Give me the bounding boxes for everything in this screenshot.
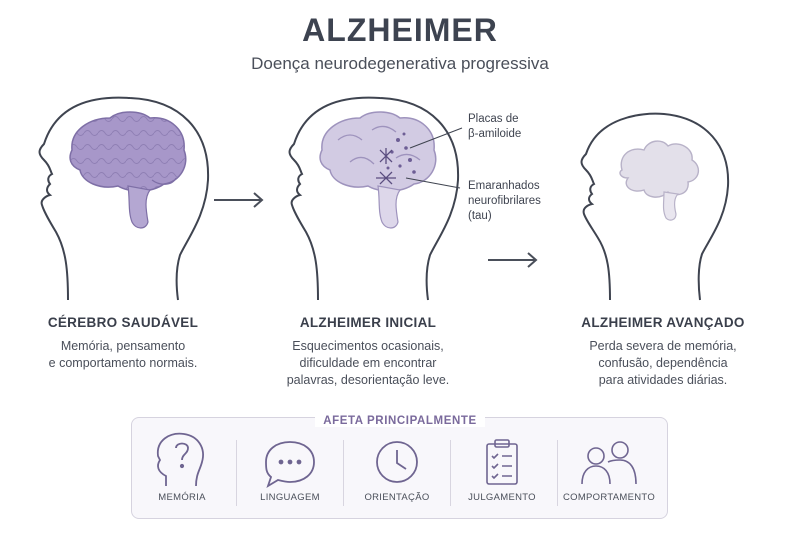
affect-label-julgamento: JULGAMENTO bbox=[468, 492, 536, 503]
brain-advanced bbox=[619, 140, 699, 221]
affect-label-memoria: MEMÓRIA bbox=[158, 492, 206, 503]
clipboard-checklist-icon bbox=[486, 439, 518, 485]
brain-healthy bbox=[69, 111, 187, 229]
affects-divider bbox=[236, 440, 237, 506]
brain-early bbox=[319, 111, 437, 229]
affect-label-comportamento: COMPORTAMENTO bbox=[562, 492, 656, 503]
affects-panel bbox=[131, 417, 668, 519]
affect-label-linguagem: LINGUAGEM bbox=[260, 492, 320, 503]
stage-desc-line: Esquecimentos ocasionais, bbox=[292, 339, 444, 353]
arrow-healthy-to-early bbox=[214, 192, 264, 208]
clock-icon bbox=[376, 441, 418, 483]
callout-tangles-line-3: (tau) bbox=[468, 210, 492, 222]
callout-plaques: Placas de β-amiloide bbox=[468, 112, 521, 142]
stage-desc-line: Perda severa de memória, bbox=[589, 339, 737, 353]
stage-desc-line: para atividades diárias. bbox=[598, 373, 728, 387]
callout-tangles: Emaranhados neurofibrilares (tau) bbox=[468, 179, 541, 224]
affects-divider bbox=[557, 440, 558, 506]
affects-divider bbox=[343, 440, 344, 506]
callout-tangles-line-1: Emaranhados bbox=[468, 180, 540, 192]
stage-title-healthy: CÉREBRO SAUDÁVEL bbox=[47, 315, 199, 330]
callout-plaques-line-1: Placas de bbox=[468, 113, 519, 125]
arrow-early-to-advanced bbox=[488, 252, 538, 268]
head-question-icon bbox=[157, 432, 204, 487]
stage-title-early: ALZHEIMER INICIAL bbox=[299, 315, 437, 330]
page-title: ALZHEIMER bbox=[302, 12, 498, 48]
stage-desc-line: confusão, dependência bbox=[598, 356, 728, 370]
affects-divider bbox=[450, 440, 451, 506]
page-subtitle: Doença neurodegenerativa progressiva bbox=[251, 54, 549, 73]
stage-desc-early: Esquecimentos ocasionais, dificuldade em… bbox=[248, 338, 488, 389]
stage-desc-line: e comportamento normais. bbox=[48, 356, 198, 370]
stage-desc-advanced: Perda severa de memória, confusão, depen… bbox=[543, 338, 783, 389]
stage-desc-line: palavras, desorientação leve. bbox=[286, 373, 450, 387]
speech-bubble-icon bbox=[265, 441, 315, 489]
callout-tangles-line-2: neurofibrilares bbox=[468, 195, 541, 207]
affects-panel-title: AFETA PRINCIPALMENTE bbox=[0, 411, 800, 429]
callout-lines bbox=[405, 127, 463, 189]
tangle-marks bbox=[376, 148, 396, 185]
stage-desc-line: dificuldade em encontrar bbox=[299, 356, 437, 370]
affect-label-orientacao: ORIENTAÇÃO bbox=[364, 492, 430, 503]
plaque-dots bbox=[386, 132, 416, 174]
people-icon bbox=[581, 441, 637, 485]
stage-title-advanced: ALZHEIMER AVANÇADO bbox=[581, 315, 745, 330]
callout-plaques-line-2: β-amiloide bbox=[468, 128, 522, 140]
stage-desc-line: Memória, pensamento bbox=[60, 339, 186, 353]
stage-desc-healthy: Memória, pensamento e comportamento norm… bbox=[3, 338, 243, 372]
affects-title-text: AFETA PRINCIPALMENTE bbox=[315, 415, 485, 427]
